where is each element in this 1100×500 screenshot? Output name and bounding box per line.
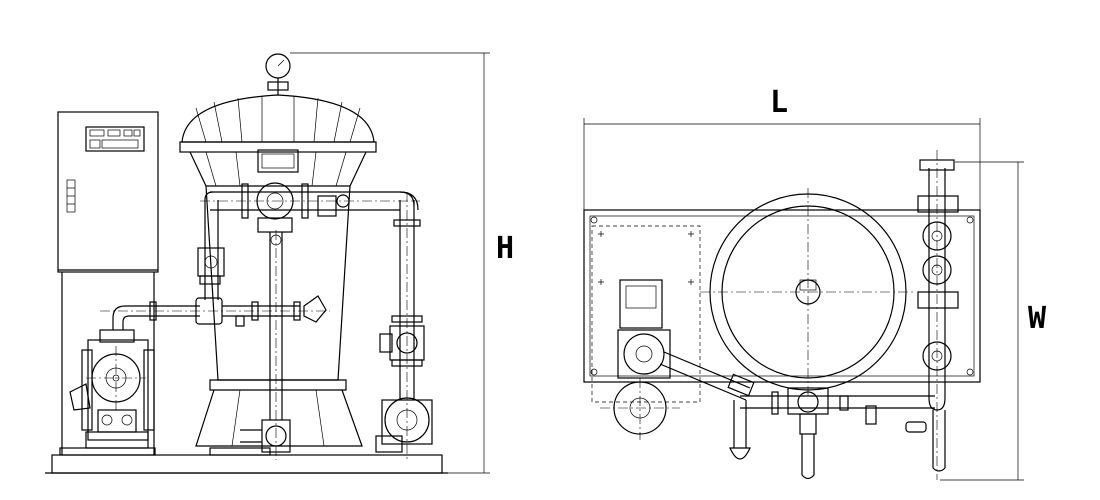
top-view xyxy=(583,150,981,480)
width-dimension: W xyxy=(940,161,1047,481)
filter-vessel xyxy=(179,53,377,447)
filter-tank-top xyxy=(700,188,916,396)
length-label: L xyxy=(770,85,788,120)
skid-frame xyxy=(583,209,981,383)
top-manifold xyxy=(200,182,420,233)
front-view xyxy=(45,53,448,474)
height-dimension: H xyxy=(290,52,514,474)
base-skid xyxy=(51,454,443,474)
length-dimension: L xyxy=(583,85,981,210)
width-label: W xyxy=(1028,301,1047,336)
height-label: H xyxy=(496,231,514,266)
pump-motor-left xyxy=(69,329,155,449)
